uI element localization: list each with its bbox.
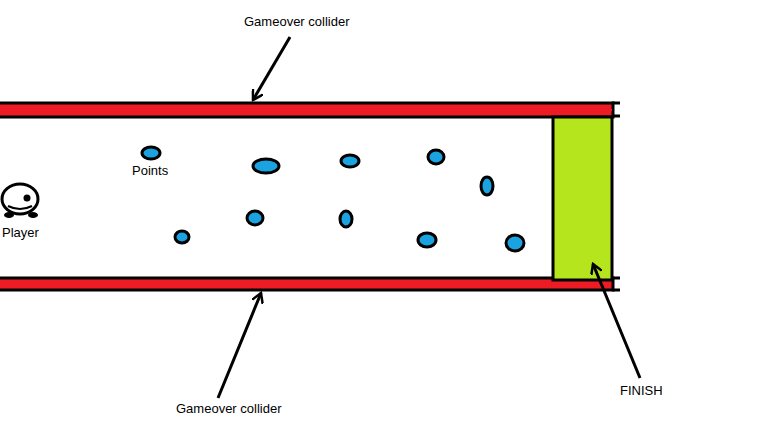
collider-label: Gameover collider xyxy=(176,401,282,417)
player-figure xyxy=(2,184,38,218)
player-label: Player xyxy=(2,225,39,241)
top-collider xyxy=(0,103,620,117)
bottom-collider xyxy=(0,278,620,290)
points-label: Points xyxy=(132,163,168,179)
points xyxy=(142,147,524,251)
collider-label: Gameover collider xyxy=(244,14,350,30)
finish-label: FINISH xyxy=(620,383,663,399)
finish-zone xyxy=(553,117,612,280)
leader-arrows xyxy=(218,37,640,398)
